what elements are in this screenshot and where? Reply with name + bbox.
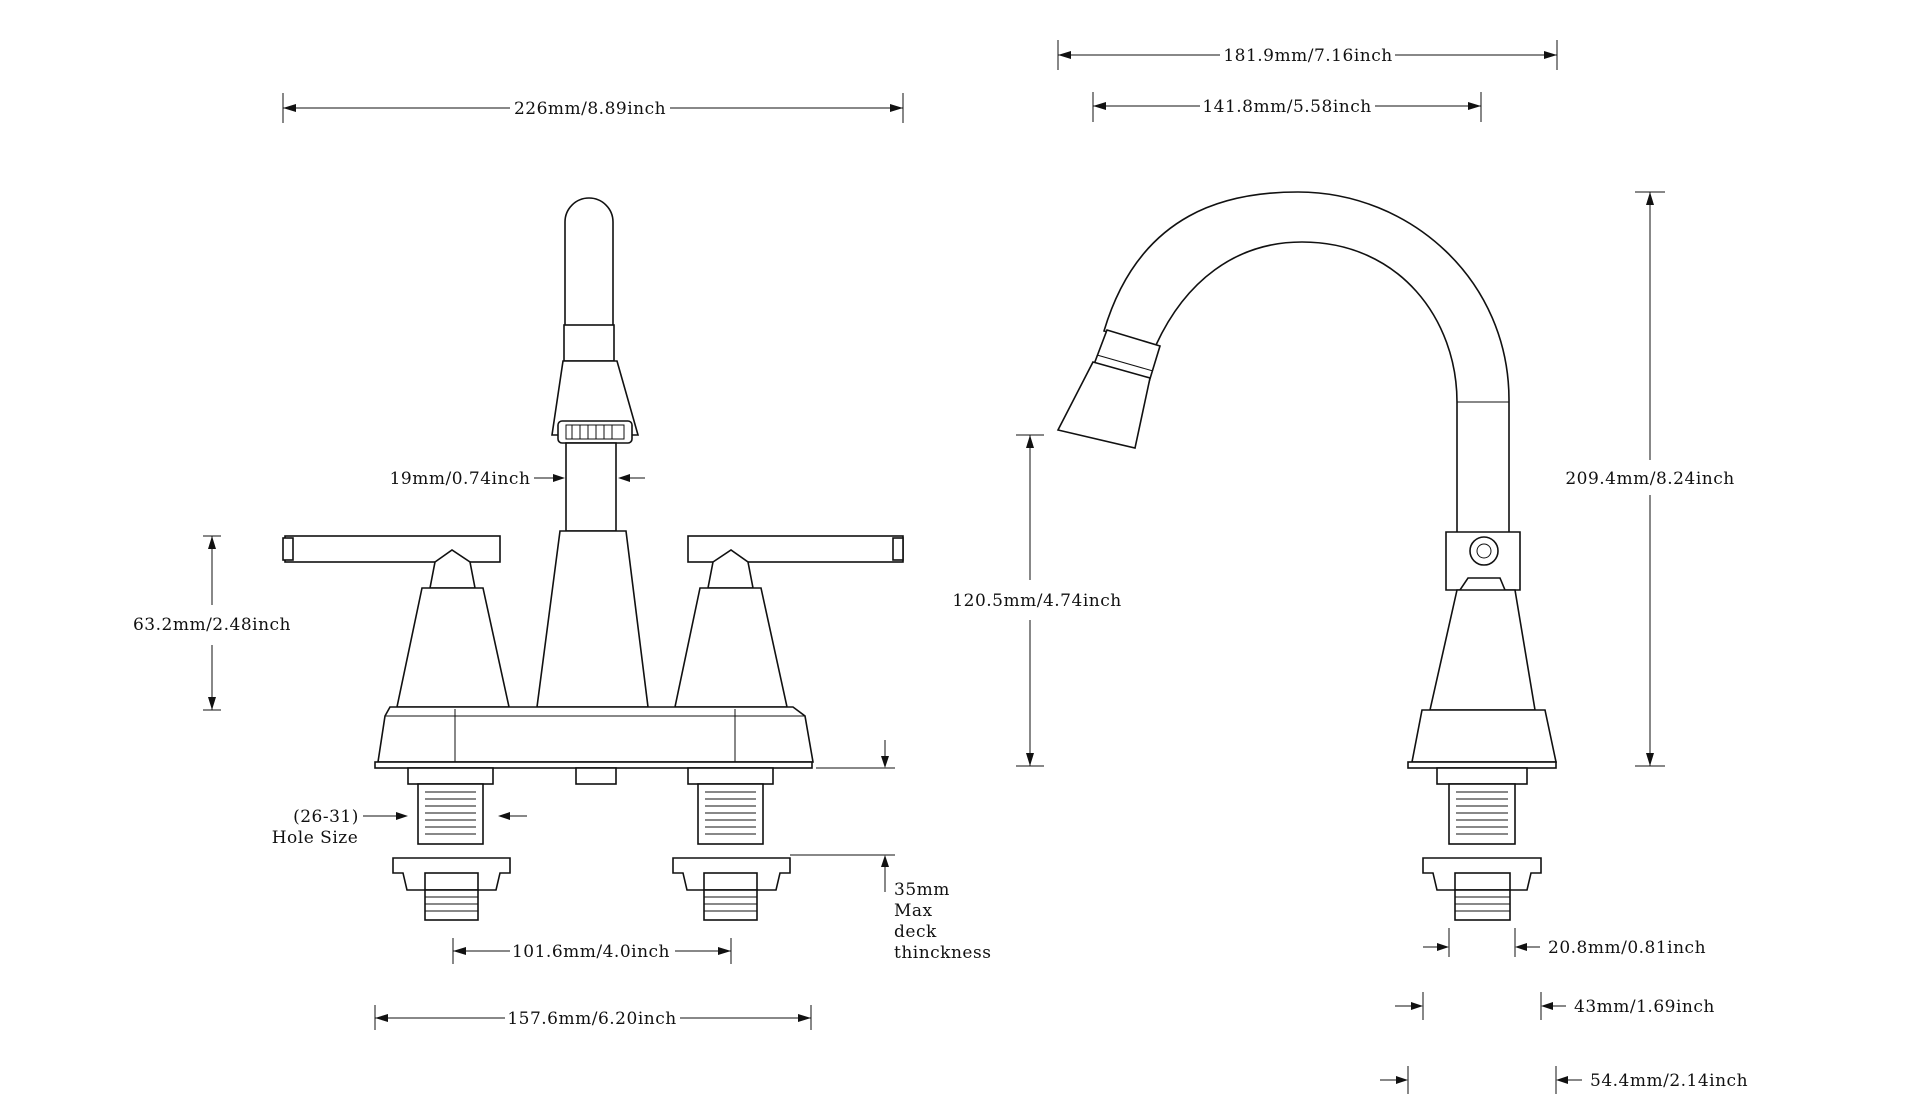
- side-view: 181.9mm/7.16inch 141.8mm/5.58inch: [952, 40, 1748, 1094]
- dim-handle-height: 63.2mm/2.48inch: [133, 535, 291, 711]
- left-shank: [392, 767, 511, 921]
- label-reach-spout: 141.8mm/5.58inch: [1202, 97, 1371, 117]
- label-overall-height: 209.4mm/8.24inch: [1565, 469, 1734, 489]
- front-view: 226mm/8.89inch 19mm/0.74inch: [133, 93, 991, 1030]
- dim-reach-overall: 181.9mm/7.16inch: [1057, 40, 1558, 70]
- label-handle-height: 63.2mm/2.48inch: [133, 615, 291, 635]
- dim-spout-height: 120.5mm/4.74inch: [952, 434, 1121, 767]
- label-base-diameter: 54.4mm/2.14inch: [1590, 1071, 1748, 1091]
- dim-shank-diameter: 20.8mm/0.81inch: [1423, 928, 1706, 958]
- label-center-spacing: 101.6mm/4.0inch: [512, 942, 670, 962]
- label-hole-size-range: (26-31): [293, 807, 359, 827]
- label-deck-thickness-deck: deck: [894, 922, 937, 942]
- dim-deck-thickness: 35mm Max deck thinckness: [790, 740, 991, 963]
- dim-overall-height: 209.4mm/8.24inch: [1565, 191, 1734, 767]
- dim-center-spacing: 101.6mm/4.0inch: [452, 938, 732, 964]
- label-spout-diameter: 19mm/0.74inch: [390, 469, 531, 489]
- left-handle: [282, 535, 510, 708]
- dim-hole-size: (26-31) Hole Size: [272, 807, 527, 848]
- dim-flange-diameter: 43mm/1.69inch: [1395, 992, 1715, 1020]
- dim-base-width: 157.6mm/6.20inch: [374, 1005, 812, 1030]
- side-shank: [1422, 767, 1542, 921]
- label-deck-thickness-word: thinckness: [894, 943, 991, 963]
- spout: [536, 197, 649, 708]
- label-shank-diameter: 20.8mm/0.81inch: [1548, 938, 1706, 958]
- label-flange-diameter: 43mm/1.69inch: [1574, 997, 1715, 1017]
- label-deck-thickness-max: Max: [894, 901, 933, 921]
- dim-base-diameter: 54.4mm/2.14inch: [1380, 1066, 1748, 1094]
- right-shank: [672, 767, 791, 921]
- label-spout-height: 120.5mm/4.74inch: [952, 591, 1121, 611]
- dim-reach-spout: 141.8mm/5.58inch: [1092, 92, 1482, 122]
- dim-overall-width: 226mm/8.89inch: [282, 93, 904, 123]
- base-plate: [374, 706, 814, 785]
- label-reach-overall: 181.9mm/7.16inch: [1223, 46, 1392, 66]
- label-overall-width: 226mm/8.89inch: [514, 99, 666, 119]
- right-handle: [674, 535, 904, 708]
- label-base-width: 157.6mm/6.20inch: [507, 1009, 676, 1029]
- label-deck-thickness-value: 35mm: [894, 880, 950, 900]
- label-hole-size: Hole Size: [272, 828, 359, 848]
- gooseneck-spout: [1056, 191, 1510, 538]
- dim-spout-diameter: 19mm/0.74inch: [390, 469, 645, 489]
- side-body: [1407, 531, 1557, 769]
